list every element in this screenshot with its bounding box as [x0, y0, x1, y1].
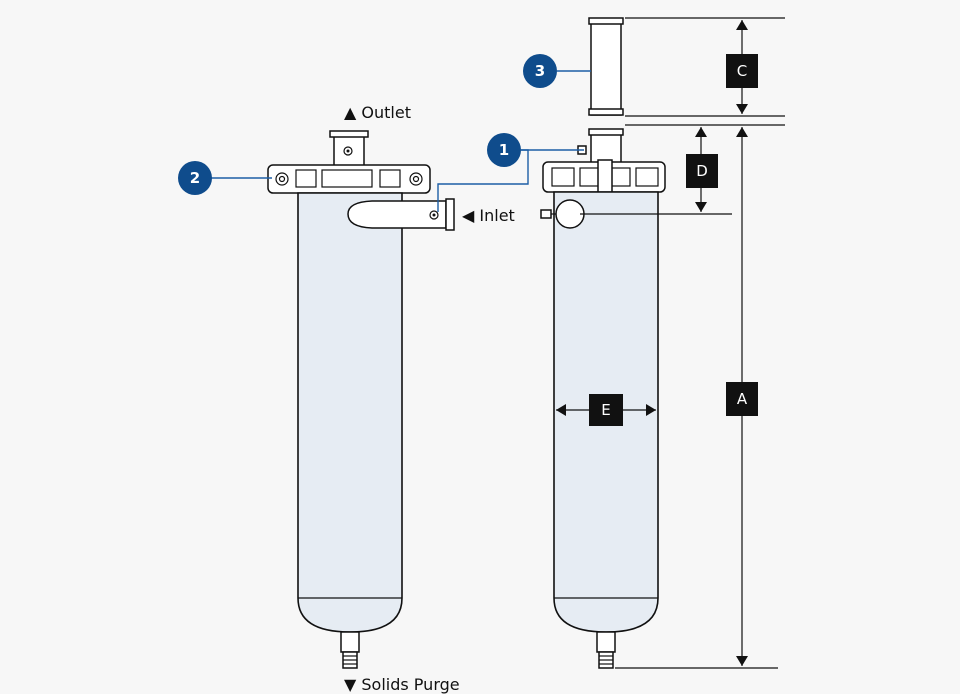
solids-purge-nozzle — [340, 631, 360, 653]
inlet-flange — [445, 198, 455, 231]
inlet-end-view — [555, 199, 585, 229]
dimension-e-box — [589, 394, 623, 426]
vessel-body-left — [297, 192, 403, 633]
clamp-band-left — [267, 164, 431, 194]
clamp-bolt-right — [409, 172, 423, 186]
dimension-c-box — [726, 54, 758, 88]
filter-element — [590, 20, 622, 116]
left-housing — [267, 130, 455, 669]
inlet-label: ◀ Inlet — [462, 206, 515, 225]
outlet-flange — [329, 130, 369, 138]
inlet-nozzle — [347, 200, 447, 229]
clamp-bolt-left — [275, 172, 289, 186]
dimension-lines: C D A E — [556, 17, 785, 669]
callout-2-badge — [178, 161, 212, 195]
outlet-bolt — [343, 146, 353, 156]
callout-2-number: 2 — [190, 169, 200, 187]
callout-1-number: 1 — [499, 141, 509, 159]
dimension-d-box — [686, 154, 718, 188]
callouts: 1 2 3 — [178, 54, 591, 212]
callout-1-badge — [487, 133, 521, 167]
dimension-a-box — [726, 382, 758, 416]
dimension-a-label: A — [737, 390, 748, 408]
callout-3-number: 3 — [535, 62, 545, 80]
outlet-label: ▲ Outlet — [344, 103, 411, 122]
solids-purge-label: ▼ Solids Purge — [344, 675, 460, 694]
dimension-e-label: E — [601, 401, 610, 419]
dimension-d-label: D — [696, 162, 708, 180]
dimension-c-label: C — [737, 62, 747, 80]
callout-3-badge — [523, 54, 557, 88]
